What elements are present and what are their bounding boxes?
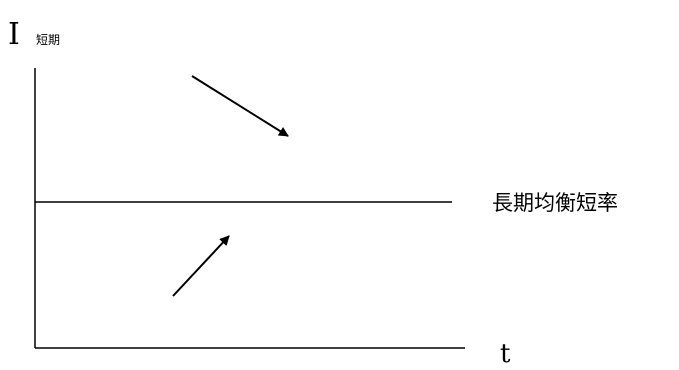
y-axis-subscript: 短期	[36, 33, 60, 47]
arrow-up-right	[172, 235, 230, 297]
x-axis-label: t	[500, 339, 511, 369]
y-axis-label: I	[8, 17, 20, 52]
equilibrium-label: 長期均衡短率	[492, 191, 618, 215]
arrow-down-right	[191, 75, 289, 137]
